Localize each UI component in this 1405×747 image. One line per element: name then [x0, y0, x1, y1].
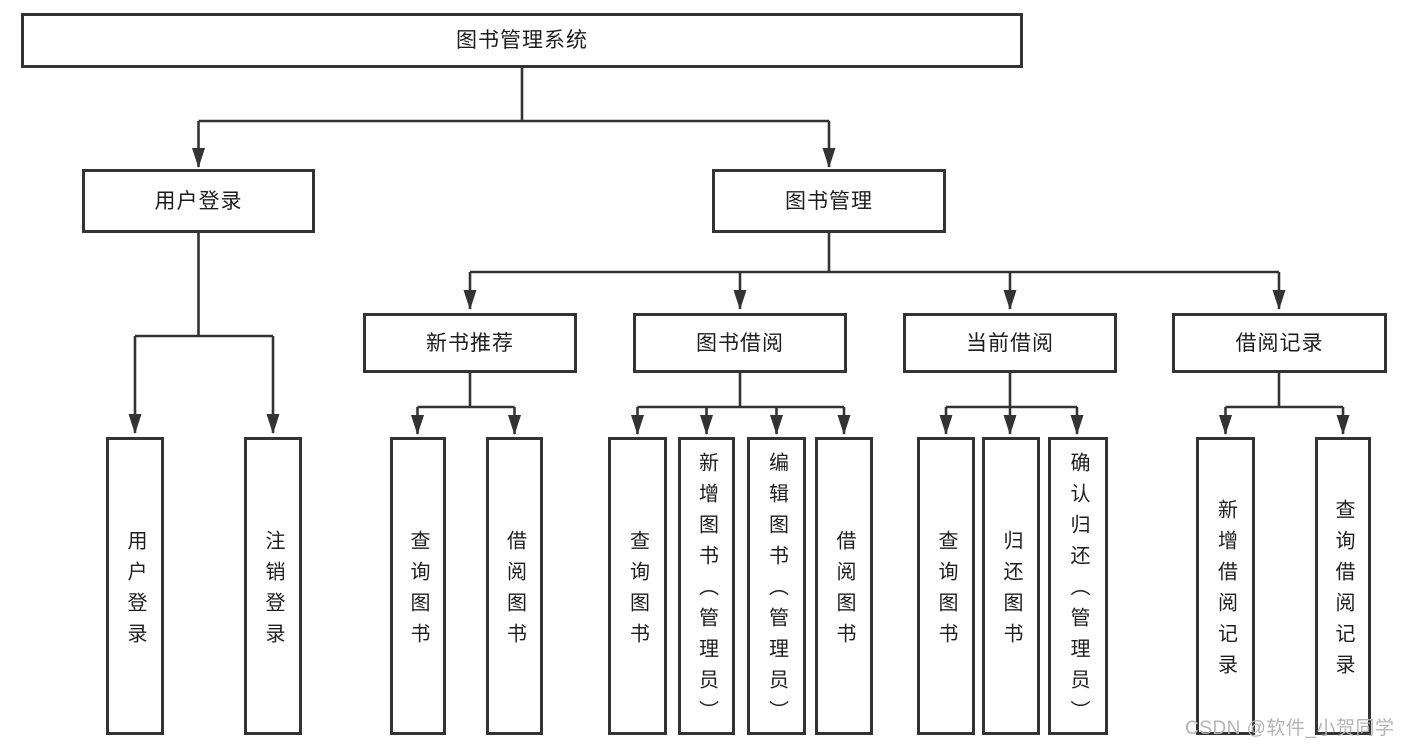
node-borrow-books-1: 借阅图书	[486, 437, 543, 735]
node-label: 图书管理系统	[456, 29, 588, 52]
node-label: 查询图书	[935, 529, 957, 654]
node-query-borrow-record: 查询借阅记录	[1315, 437, 1371, 735]
node-label: 用户登录	[124, 529, 146, 654]
node-label: 确认归还（管理员）	[1067, 452, 1089, 731]
node-label: 编辑图书（管理员）	[765, 452, 788, 731]
node-label: 查询借阅记录	[1332, 498, 1354, 685]
node-confirm-return-admin: 确认归还（管理员）	[1048, 437, 1108, 735]
node-label: 当前借阅	[966, 331, 1054, 355]
connector-borrowing-records	[1225, 373, 1343, 409]
connector-current-borrowing	[946, 373, 1077, 409]
connector-book-borrowing	[637, 373, 844, 409]
node-label: 新增借阅记录	[1214, 498, 1237, 685]
node-current-borrowing: 当前借阅	[903, 313, 1117, 373]
node-book-management: 图书管理	[712, 169, 946, 233]
node-label: 新书推荐	[426, 331, 514, 355]
connector-new-book-recommendation	[417, 373, 515, 409]
node-library-management-system: 图书管理系统	[21, 13, 1023, 68]
node-label: 借阅图书	[503, 529, 526, 654]
node-label: 借阅记录	[1235, 331, 1324, 355]
node-book-borrowing: 图书借阅	[633, 313, 847, 373]
node-query-books-1: 查询图书	[390, 437, 446, 735]
node-label: 借阅图书	[833, 529, 855, 654]
node-user-login-leaf: 用户登录	[106, 437, 164, 735]
watermark: CSDN @软件_小贺同学	[1185, 718, 1395, 739]
connector-user-login	[135, 233, 273, 338]
connector-root	[198, 68, 829, 123]
connector-book-management	[470, 233, 1279, 274]
node-user-login: 用户登录	[82, 169, 315, 233]
node-edit-book-admin: 编辑图书（管理员）	[747, 437, 806, 735]
node-logout: 注销登录	[244, 437, 302, 735]
node-borrow-books-2: 借阅图书	[815, 437, 873, 735]
node-label: 新增图书（管理员）	[695, 452, 718, 731]
node-label: 查询图书	[407, 529, 429, 654]
node-query-books-2: 查询图书	[608, 437, 667, 735]
node-query-books-3: 查询图书	[917, 437, 975, 735]
node-add-book-admin: 新增图书（管理员）	[678, 437, 735, 735]
node-borrowing-records: 借阅记录	[1172, 313, 1387, 373]
node-add-borrow-record: 新增借阅记录	[1196, 437, 1255, 735]
node-label: 归还图书	[1000, 529, 1022, 654]
node-return-books: 归还图书	[982, 437, 1040, 735]
node-label: 图书借阅	[696, 331, 784, 355]
node-label: 注销登录	[262, 529, 284, 654]
node-label: 查询图书	[626, 529, 649, 654]
node-new-book-recommendation: 新书推荐	[363, 313, 577, 373]
node-label: 用户登录	[154, 189, 243, 213]
node-label: 图书管理	[785, 189, 873, 213]
